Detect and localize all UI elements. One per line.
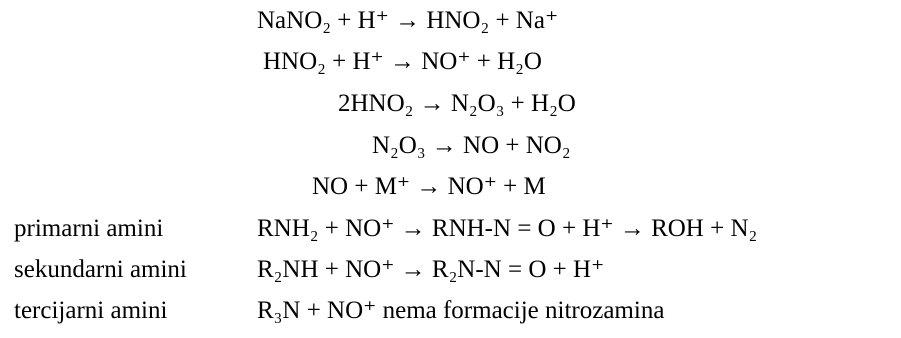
amine-label-secondary: sekundarni amini: [14, 256, 187, 283]
amine-label-tertiary: tercijarni amini: [14, 297, 168, 324]
equation-1: NaNO₂ + H⁺ → HNO₂ + Na⁺: [257, 7, 559, 34]
amine-label-primary: primarni amini: [14, 215, 164, 242]
amine-reaction-tertiary: R₃N + NO⁺ nema formacije nitrozamina: [257, 297, 665, 324]
equation-3: 2HNO₂ → N₂O₃ + H₂O: [338, 90, 576, 117]
amine-reaction-primary: RNH₂ + NO⁺ → RNH-N = O + H⁺ → ROH + N₂: [257, 215, 758, 242]
equation-2: HNO₂ + H⁺ → NO⁺ + H₂O: [263, 48, 542, 75]
equation-5: NO + M⁺ → NO⁺ + M: [312, 173, 546, 200]
amine-reaction-secondary: R₂NH + NO⁺ → R₂N-N = O + H⁺: [257, 256, 605, 283]
equation-4: N₂O₃ → NO + NO₂: [372, 132, 571, 159]
